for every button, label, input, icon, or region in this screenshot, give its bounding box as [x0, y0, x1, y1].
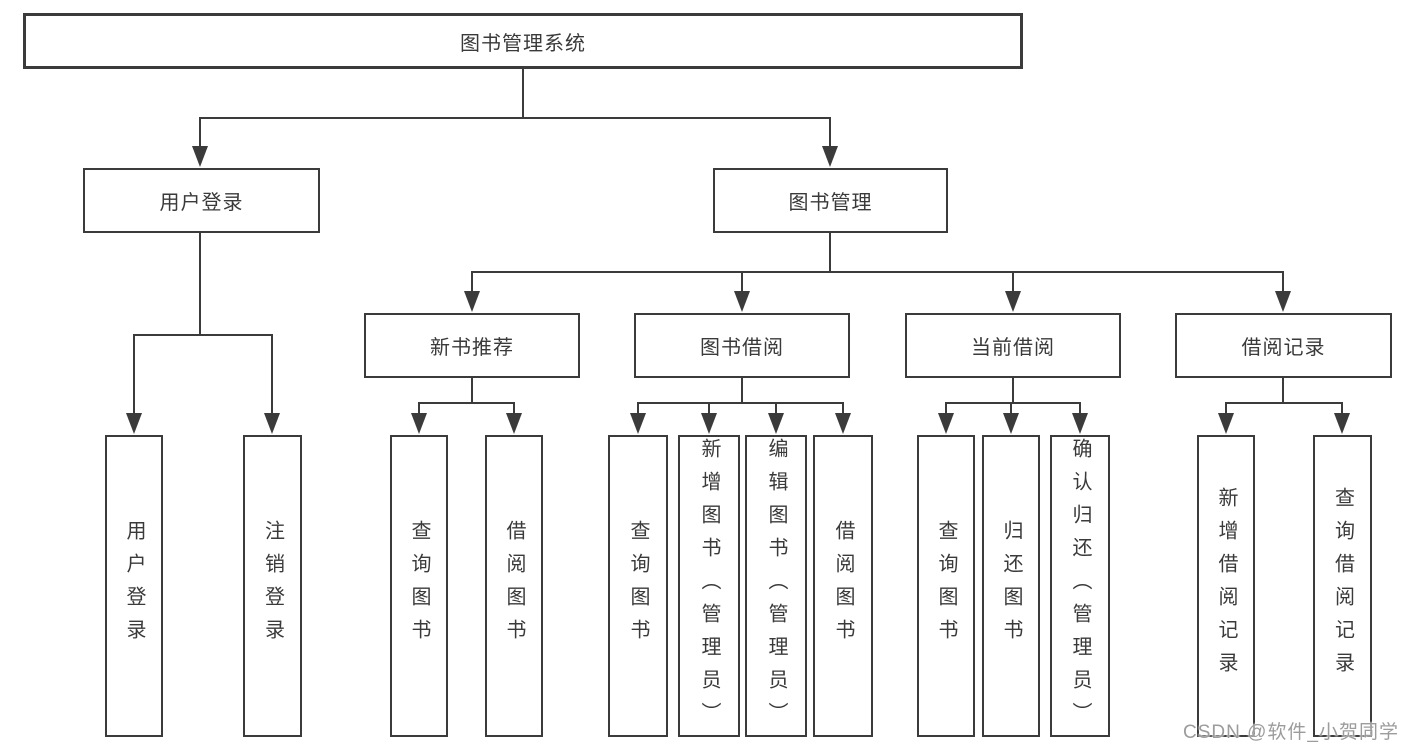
leaf-confirm-return-admin: 确认归还（管理员） [1050, 435, 1110, 737]
leaf-label: 确认归还（管理员） [1069, 437, 1091, 735]
node-root: 图书管理系统 [23, 13, 1023, 69]
leaf-label: 注销登录 [261, 520, 284, 652]
leaf-label: 借阅图书 [832, 520, 854, 652]
leaf-add-book-admin: 新增图书（管理员） [678, 435, 740, 737]
leaf-query-books-2: 查询图书 [608, 435, 668, 737]
leaf-edit-book-admin: 编辑图书（管理员） [745, 435, 807, 737]
leaf-return-book: 归还图书 [982, 435, 1040, 737]
node-borrow-records: 借阅记录 [1175, 313, 1392, 378]
node-book-management: 图书管理 [713, 168, 948, 233]
leaf-logout: 注销登录 [243, 435, 302, 737]
leaf-label: 新增借阅记录 [1215, 487, 1237, 685]
leaf-label: 借阅图书 [503, 520, 525, 652]
node-user-login: 用户登录 [83, 168, 320, 233]
leaf-label: 归还图书 [1000, 520, 1022, 652]
node-book-borrow: 图书借阅 [634, 313, 850, 378]
leaf-label: 编辑图书（管理员） [765, 437, 787, 735]
leaf-borrow-books-2: 借阅图书 [813, 435, 873, 737]
leaf-label: 查询图书 [935, 520, 957, 652]
leaf-query-books-3: 查询图书 [917, 435, 975, 737]
leaf-query-borrow-record: 查询借阅记录 [1313, 435, 1372, 737]
leaf-label: 查询图书 [627, 520, 649, 652]
node-new-book-recommend: 新书推荐 [364, 313, 580, 378]
leaf-query-books-1: 查询图书 [390, 435, 448, 737]
leaf-user-login: 用户登录 [105, 435, 163, 737]
leaf-label: 查询借阅记录 [1331, 487, 1354, 685]
leaf-add-borrow-record: 新增借阅记录 [1197, 435, 1255, 737]
leaf-label: 用户登录 [123, 520, 145, 652]
node-current-borrow: 当前借阅 [905, 313, 1121, 378]
leaf-label: 查询图书 [408, 520, 430, 652]
leaf-label: 新增图书（管理员） [698, 437, 720, 735]
leaf-borrow-books-1: 借阅图书 [485, 435, 543, 737]
